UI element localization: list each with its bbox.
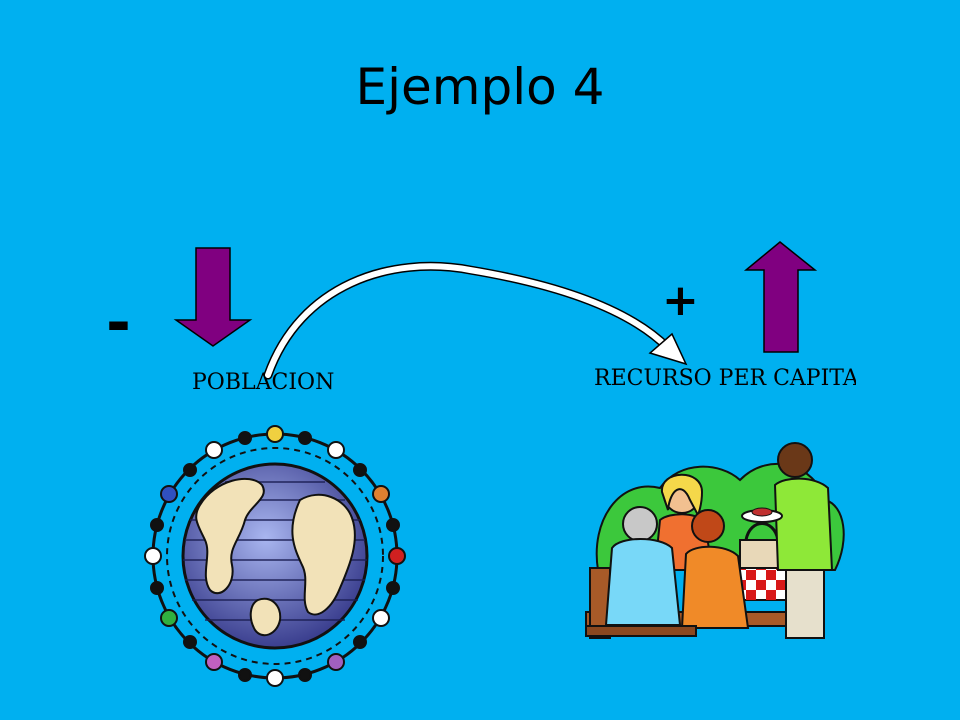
resource-per-capita-label: RECURSO PER CAPITA — [594, 366, 856, 391]
slide-title: Ejemplo 4 — [355, 58, 605, 116]
globe-people-clipart — [144, 425, 406, 687]
up-arrow-icon — [743, 241, 818, 353]
plus-sign: + — [662, 275, 699, 326]
population-label: POBLACION — [192, 370, 335, 395]
picnic-family-clipart — [585, 442, 845, 639]
curved-arrow-icon — [263, 261, 688, 380]
down-arrow-icon — [173, 247, 253, 347]
minus-sign: - — [106, 288, 131, 358]
